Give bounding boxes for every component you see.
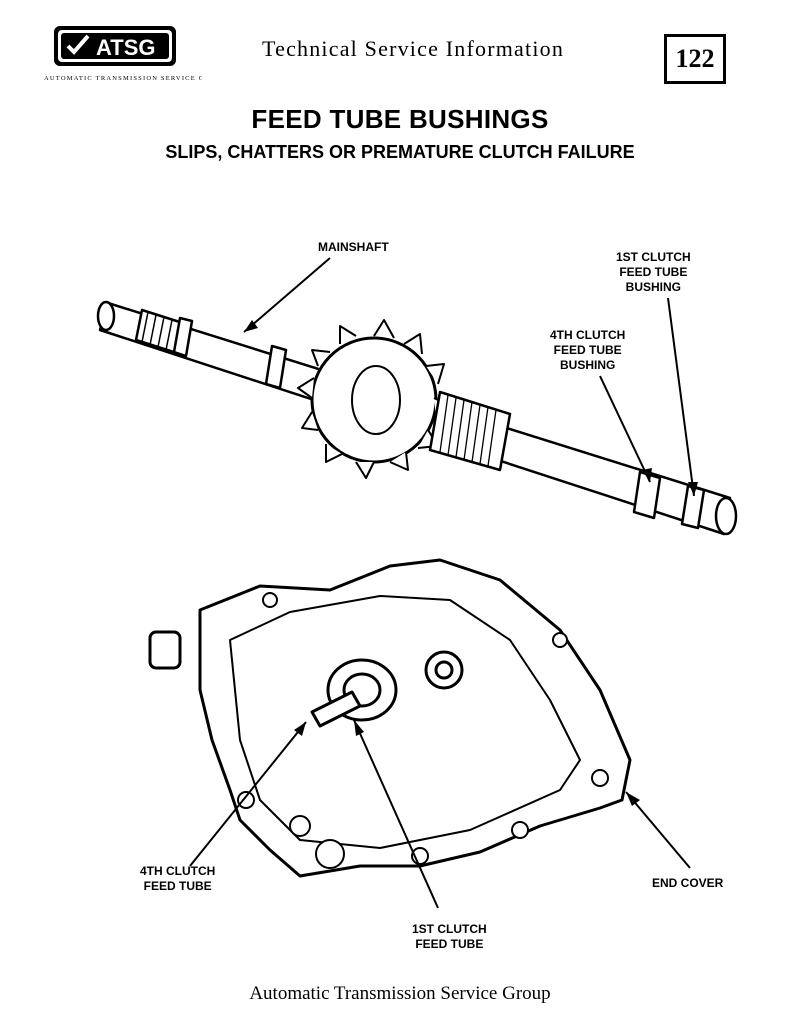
- svg-text:AUTOMATIC TRANSMISSION SERVICE: AUTOMATIC TRANSMISSION SERVICE GROUP: [44, 75, 202, 82]
- callout-first-clutch-feed-tube-bushing: 1ST CLUTCH FEED TUBE BUSHING: [616, 250, 691, 294]
- footer-text: Automatic Transmission Service Group: [249, 983, 551, 1004]
- callout-end-cover: END COVER: [652, 876, 724, 890]
- callout-fourth-clutch-feed-tube-bushing: 4TH CLUTCH FEED TUBE BUSHING: [550, 328, 626, 372]
- callout-first-clutch-feed-tube: 1ST CLUTCH FEED TUBE: [412, 922, 487, 951]
- gear-drawing: [297, 319, 451, 479]
- page-number: 122: [664, 34, 726, 84]
- svg-text:ATSG: ATSG: [96, 35, 155, 60]
- leader-lines: [189, 257, 695, 909]
- end-cover-drawing: [148, 558, 632, 878]
- document-subtitle: SLIPS, CHATTERS OR PREMATURE CLUTCH FAIL…: [165, 142, 635, 162]
- callout-mainshaft: MAINSHAFT: [318, 240, 389, 254]
- atsg-logo: ATSG AUTOMATIC TRANSMISSION SERVICE GROU…: [42, 22, 226, 84]
- mainshaft-drawing: [96, 300, 738, 536]
- document-title: FEED TUBE BUSHINGS: [251, 104, 549, 134]
- arrowheads: [244, 320, 698, 806]
- header-title: Technical Service Information: [262, 36, 565, 61]
- callout-fourth-clutch-feed-tube: 4TH CLUTCH FEED TUBE: [140, 864, 216, 893]
